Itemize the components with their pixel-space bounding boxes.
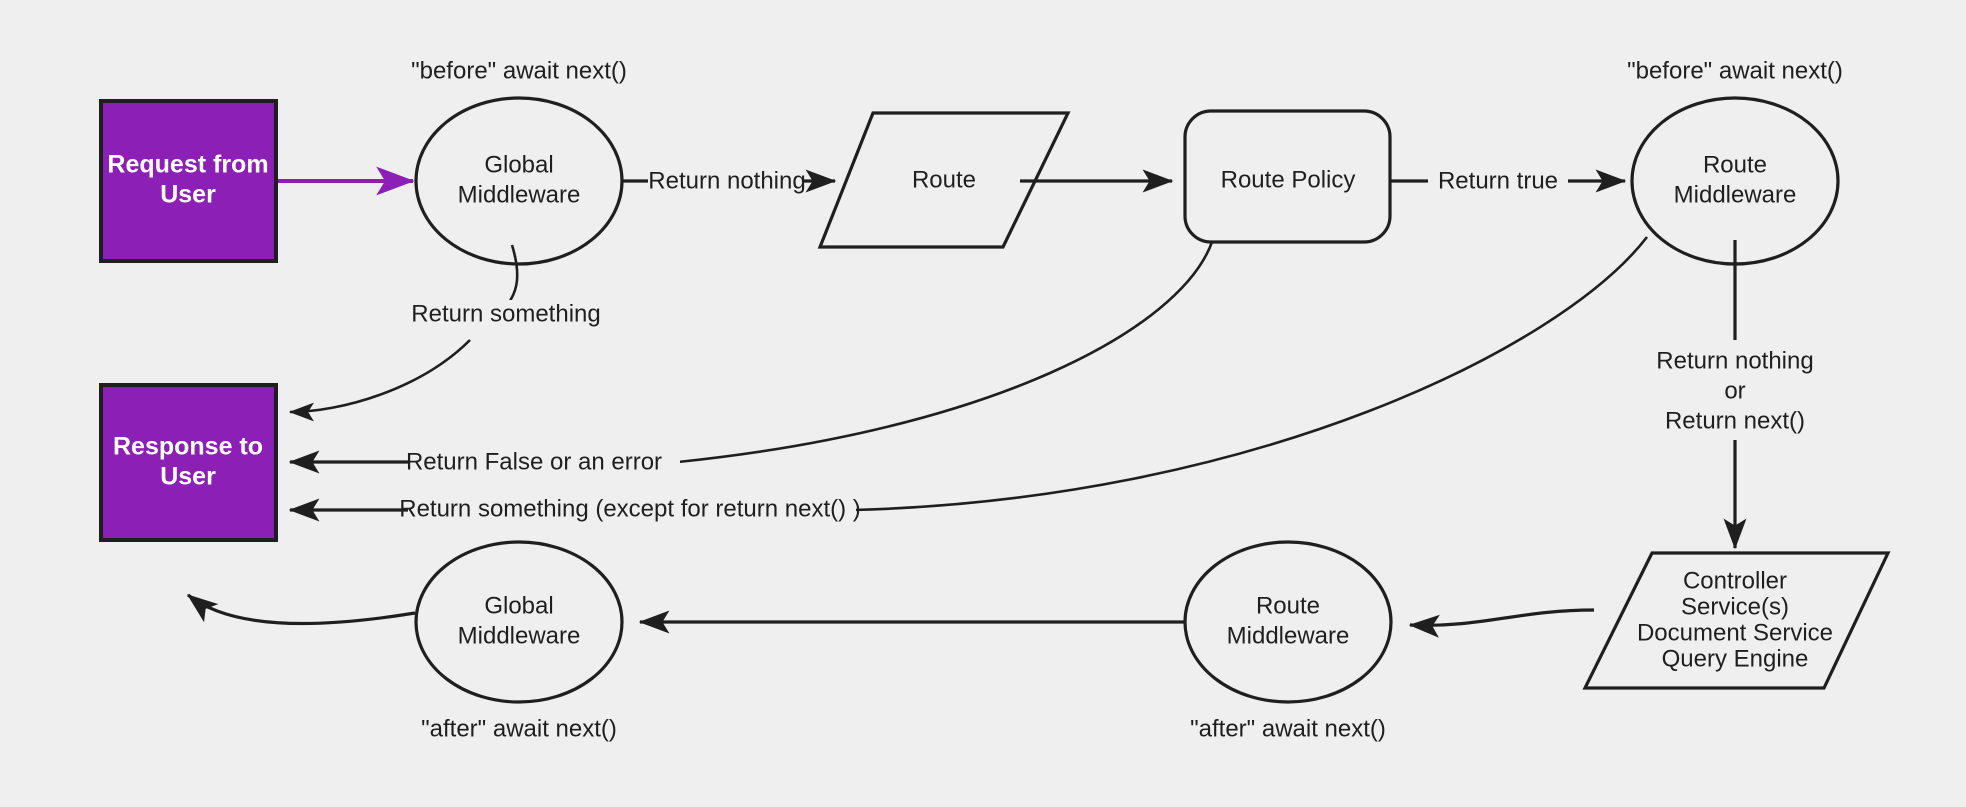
annotation-after-route-middleware: "after" await next() [1190, 715, 1386, 742]
node-controller-services[interactable]: Controller Service(s) Document Service Q… [1582, 551, 1891, 690]
route-middleware-top-label-line1: Route [1703, 151, 1767, 178]
global-middleware-bottom-label-line1: Global [484, 592, 553, 619]
label-plate-return-nothing-or-next [1640, 343, 1830, 437]
annotation-before-route-middleware: "before" await next() [1627, 57, 1843, 84]
node-global-middleware-bottom[interactable]: Global Middleware [414, 540, 624, 704]
request-box-shape [99, 99, 278, 263]
edge-policy-to-response-curve [677, 241, 1214, 464]
global-middleware-bottom-shape [414, 540, 624, 704]
edge-label-return-something: Return something [411, 300, 600, 327]
global-middleware-bottom-label-line2: Middleware [458, 622, 581, 649]
route-middleware-bottom-shape [1183, 540, 1393, 704]
node-response-to-user[interactable]: Response to User [99, 383, 278, 542]
controller-label-line4: Query Engine [1662, 645, 1809, 672]
label-plate-return-something-except [408, 495, 856, 525]
route-policy-label: Route Policy [1221, 166, 1356, 193]
controller-label-line3: Document Service [1637, 619, 1833, 646]
route-label: Route [912, 166, 976, 193]
controller-shape [1582, 551, 1891, 690]
edge-global-to-response [288, 339, 471, 422]
route-middleware-bottom-label-line1: Route [1256, 592, 1320, 619]
node-route[interactable]: Route [817, 111, 1071, 249]
edge-global-mw-bottom-to-response [186, 593, 416, 626]
edge-label-return-false-or-error: Return False or an error [406, 448, 662, 475]
route-middleware-top-label-line2: Middleware [1674, 181, 1797, 208]
label-plate-return-false [408, 447, 680, 477]
node-route-middleware-top[interactable]: Route Middleware [1630, 96, 1840, 266]
edge-label-return-true: Return true [1438, 167, 1558, 194]
label-plate-return-true [1428, 166, 1568, 196]
response-box-shape [99, 383, 278, 542]
controller-label-line1: Controller [1683, 567, 1787, 594]
annotation-after-global-middleware: "after" await next() [421, 715, 617, 742]
global-middleware-top-label-line2: Middleware [458, 181, 581, 208]
edge-label-routemw-controller-line2: or [1724, 377, 1745, 404]
controller-label-line2: Service(s) [1681, 593, 1789, 620]
edge-label-routemw-controller-line3: Return next() [1665, 407, 1805, 434]
edge-label-return-something-except-next: Return something (except for return next… [399, 495, 861, 522]
node-route-middleware-bottom[interactable]: Route Middleware [1183, 540, 1393, 704]
global-middleware-top-shape [414, 96, 624, 266]
route-policy-shape [1183, 109, 1392, 244]
node-global-middleware-top[interactable]: Global Middleware [414, 96, 624, 266]
request-box-label-line1: Request from [107, 151, 268, 179]
route-shape [817, 111, 1071, 249]
node-request-from-user[interactable]: Request from User [99, 99, 278, 263]
request-box-label-line2: User [160, 181, 216, 209]
label-plate-return-nothing [648, 166, 804, 196]
global-middleware-top-label-line1: Global [484, 151, 553, 178]
route-middleware-bottom-label-line2: Middleware [1227, 622, 1350, 649]
edge-label-routemw-controller-line1: Return nothing [1656, 347, 1813, 374]
edge-label-return-nothing: Return nothing [648, 167, 805, 194]
annotation-before-global-middleware: "before" await next() [411, 57, 627, 84]
response-box-label-line2: User [160, 463, 216, 491]
edge-controller-to-route-middleware-bottom [1408, 608, 1595, 638]
node-route-policy[interactable]: Route Policy [1183, 109, 1392, 244]
response-box-label-line1: Response to [113, 433, 263, 461]
label-plate-return-something [408, 300, 602, 330]
edge-routemw-to-response-curve [852, 236, 1649, 512]
route-middleware-top-shape [1630, 96, 1840, 266]
